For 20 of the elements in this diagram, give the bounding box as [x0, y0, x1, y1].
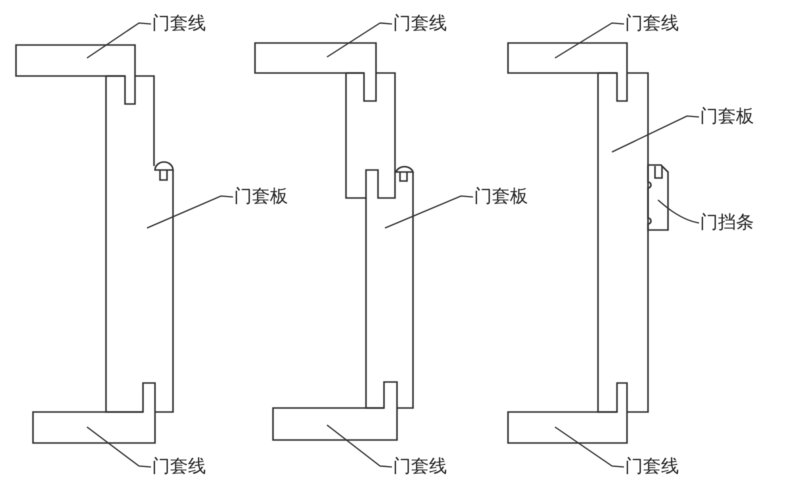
leader-line [146, 195, 234, 229]
part-label: 门套线 [625, 456, 679, 478]
part-label: 门套线 [152, 456, 206, 478]
part-label: 门套线 [625, 13, 679, 35]
part-label: 门套板 [700, 106, 754, 128]
leader-line [86, 22, 152, 59]
part-label: 门套线 [152, 13, 206, 35]
leader-line [384, 195, 474, 229]
leader-line [612, 115, 700, 153]
part-label: 门套板 [474, 186, 528, 208]
leader-line [86, 426, 152, 468]
leader-line [326, 22, 392, 58]
leader-line [554, 22, 624, 59]
part-label: 门套线 [393, 13, 447, 35]
part-label: 门挡条 [700, 212, 754, 234]
part-label: 门套板 [234, 186, 288, 208]
part-label: 门套线 [393, 456, 447, 478]
leader-line [554, 426, 624, 468]
leader-line [326, 424, 392, 468]
leader-line [658, 200, 700, 224]
